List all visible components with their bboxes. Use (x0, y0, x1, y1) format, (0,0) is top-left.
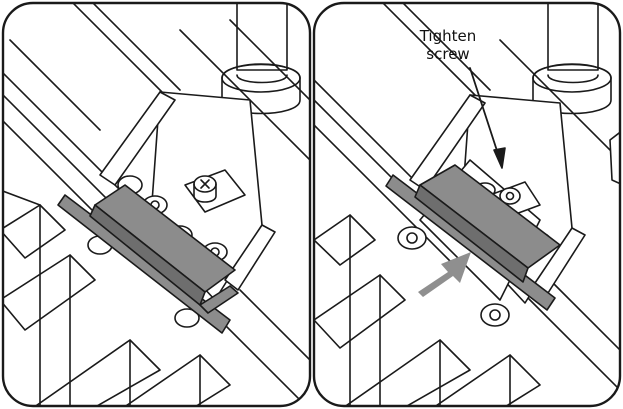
left-panel-frame (1, 1, 312, 408)
right-panel (314, 3, 620, 406)
callout-line-1: Tighten (419, 27, 477, 45)
left-panel (3, 3, 310, 406)
post (221, 3, 301, 115)
lower-blocks (314, 214, 541, 406)
gray-bar (57, 184, 239, 334)
push-arrow-icon (418, 252, 471, 297)
callout-label: Tighten screw (408, 27, 488, 63)
post (532, 3, 612, 115)
right-panel-frame (312, 1, 622, 408)
callout-leader (469, 67, 506, 169)
callout-line-2: screw (426, 45, 470, 63)
gray-bar (385, 164, 561, 311)
lower-blocks (3, 189, 231, 406)
adjust-screw-icon (184, 169, 246, 213)
